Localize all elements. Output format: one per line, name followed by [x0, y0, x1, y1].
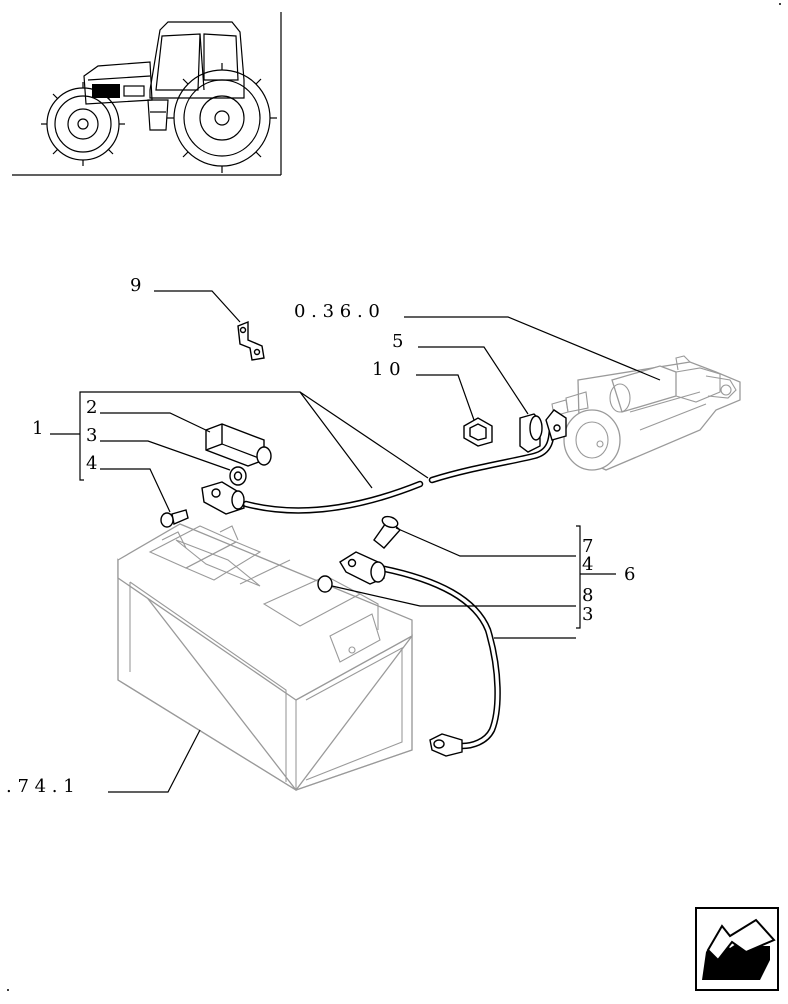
tractor-thumbnail-icon	[12, 12, 282, 176]
positive-cable-assembly	[201, 409, 567, 515]
callout-6: 6	[624, 564, 635, 585]
callout-ref-starter: 0 . 3 6 . 0	[294, 301, 380, 322]
callout-5: 5	[392, 331, 403, 352]
battery-illustration	[117, 523, 413, 792]
callout-2: 2	[86, 397, 97, 418]
mounting-bracket	[237, 320, 265, 361]
callout-1: 1	[32, 418, 43, 439]
ground-nut	[317, 575, 333, 593]
starter-motor-illustration	[551, 355, 741, 471]
next-page-arrow-icon[interactable]	[695, 907, 779, 991]
ground-cable-assembly	[339, 551, 501, 757]
terminal-nut	[229, 466, 247, 486]
callout-8: 8	[582, 585, 593, 606]
callout-10: 1 0	[372, 359, 401, 380]
callout-ref-battery: . 7 4 . 1	[6, 776, 75, 797]
callout-3-lower: 3	[582, 604, 593, 625]
ground-bolt	[373, 515, 402, 549]
terminal-bolt	[160, 509, 189, 528]
terminal-boot	[519, 413, 543, 453]
callout-7: 7	[582, 536, 593, 557]
callout-3-upper: 3	[86, 425, 97, 446]
cable-clip	[463, 417, 493, 447]
callout-9: 9	[130, 275, 141, 296]
terminal-cover	[205, 423, 272, 467]
leader-lines	[50, 290, 661, 793]
callout-4-lower: 4	[582, 554, 593, 575]
callout-4-upper: 4	[86, 453, 97, 474]
